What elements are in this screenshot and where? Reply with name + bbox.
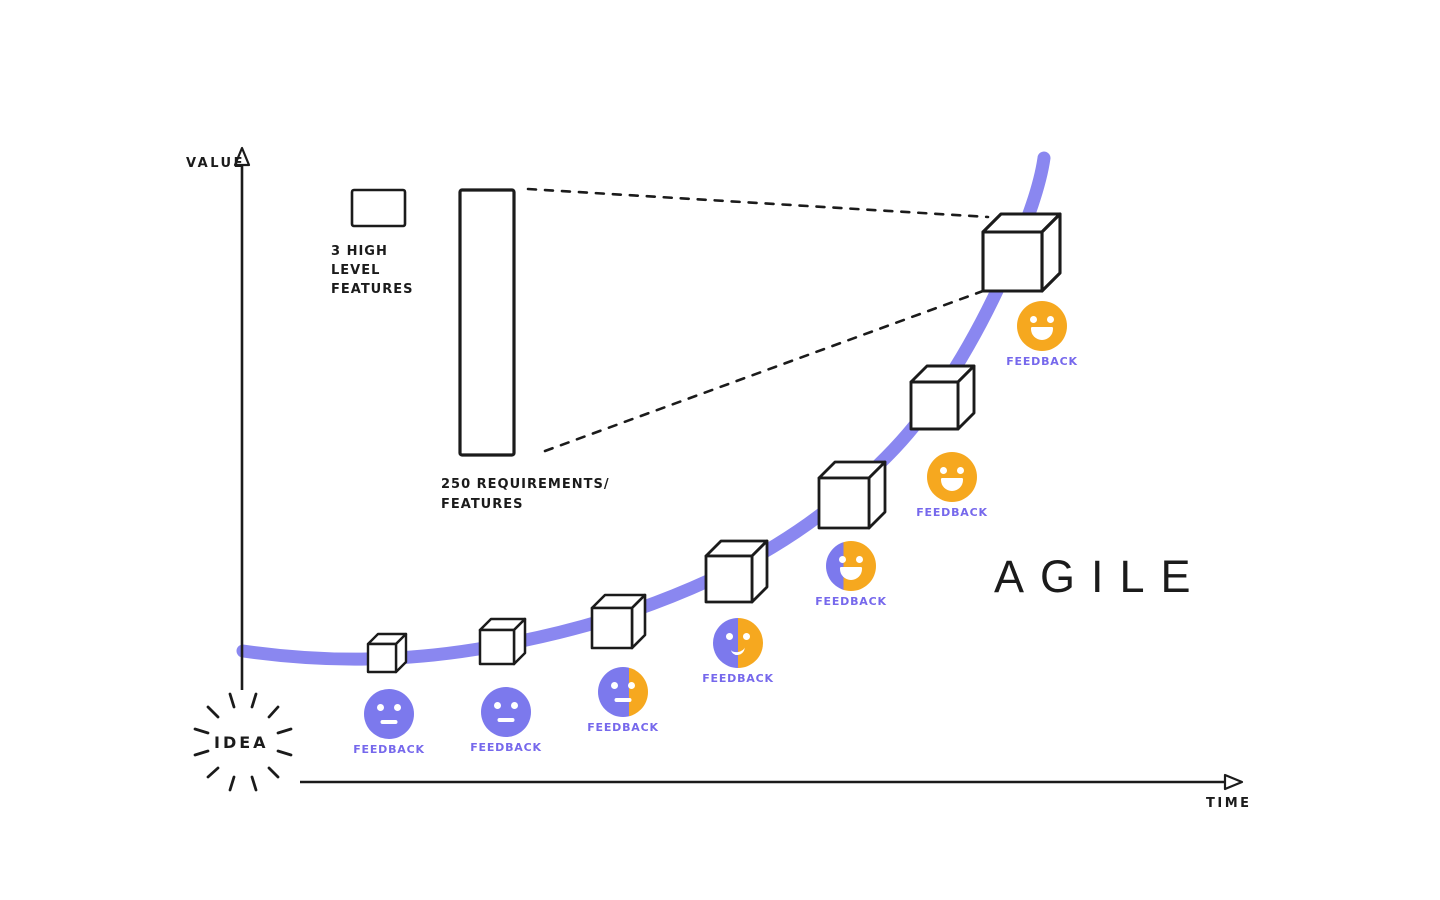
tall-box-caption-line-1: 250 REQUIREMENTS/ bbox=[441, 477, 610, 492]
feedback-label: FEEDBACK bbox=[353, 743, 425, 756]
mouth-icon bbox=[380, 720, 398, 724]
idea-burst-rays-icon bbox=[193, 692, 293, 792]
eye-icon bbox=[726, 633, 733, 640]
feedback-item-4: FEEDBACK bbox=[688, 618, 788, 685]
eye-icon bbox=[511, 702, 518, 709]
cube-5 bbox=[817, 460, 887, 530]
feedback-item-2: FEEDBACK bbox=[456, 687, 556, 754]
tall-requirements-box bbox=[458, 188, 516, 457]
feedback-face-neutral-split bbox=[598, 667, 648, 717]
eye-icon bbox=[494, 702, 501, 709]
mouth-icon bbox=[730, 644, 746, 656]
feedback-item-7: FEEDBACK bbox=[992, 301, 1092, 368]
feedback-label: FEEDBACK bbox=[702, 672, 774, 685]
eye-icon bbox=[839, 556, 846, 563]
time-axis-label: TIME bbox=[1206, 796, 1252, 811]
cube-3 bbox=[590, 593, 647, 650]
eye-icon bbox=[1047, 316, 1054, 323]
mouth-icon bbox=[497, 718, 515, 722]
value-axis-label: VALUE bbox=[186, 156, 245, 171]
projection-dash-upper bbox=[526, 187, 990, 219]
feedback-label: FEEDBACK bbox=[815, 595, 887, 608]
eye-icon bbox=[957, 467, 964, 474]
feedback-label: FEEDBACK bbox=[916, 506, 988, 519]
cube-7 bbox=[981, 212, 1062, 293]
eye-icon bbox=[394, 704, 401, 711]
small-features-box bbox=[350, 188, 407, 228]
mouth-icon bbox=[840, 567, 862, 580]
mouth-icon bbox=[941, 478, 963, 491]
feedback-face-smile-split bbox=[826, 541, 876, 591]
feedback-item-6: FEEDBACK bbox=[902, 452, 1002, 519]
feedback-label: FEEDBACK bbox=[1006, 355, 1078, 368]
cube-2 bbox=[478, 617, 527, 666]
feedback-face-smirk-split bbox=[713, 618, 763, 668]
cube-1 bbox=[366, 632, 408, 674]
time-axis-arrow-icon bbox=[1223, 773, 1244, 791]
eye-icon bbox=[377, 704, 384, 711]
eye-icon bbox=[856, 556, 863, 563]
feedback-face-neutral-purple bbox=[481, 687, 531, 737]
eye-icon bbox=[628, 682, 635, 689]
feedback-item-5: FEEDBACK bbox=[801, 541, 901, 608]
idea-label: IDEA bbox=[214, 733, 269, 752]
mouth-icon bbox=[614, 698, 632, 702]
feedback-label: FEEDBACK bbox=[470, 741, 542, 754]
eye-icon bbox=[611, 682, 618, 689]
mouth-icon bbox=[1031, 327, 1053, 340]
small-box-caption-line-2: LEVEL bbox=[331, 263, 381, 278]
eye-icon bbox=[1030, 316, 1037, 323]
eye-icon bbox=[940, 467, 947, 474]
value-axis-arrow-icon bbox=[233, 146, 251, 167]
feedback-face-smile-orange bbox=[927, 452, 977, 502]
feedback-item-1: FEEDBACK bbox=[339, 689, 439, 756]
small-box-caption-line-3: FEATURES bbox=[331, 282, 414, 297]
cube-4 bbox=[704, 539, 769, 604]
feedback-face-neutral-purple bbox=[364, 689, 414, 739]
small-box-caption-line-1: 3 HIGH bbox=[331, 244, 388, 259]
eye-icon bbox=[743, 633, 750, 640]
feedback-label: FEEDBACK bbox=[587, 721, 659, 734]
feedback-item-3: FEEDBACK bbox=[573, 667, 673, 734]
agile-title: AGILE bbox=[994, 551, 1207, 602]
feedback-face-smile-orange bbox=[1017, 301, 1067, 351]
tall-box-caption-line-2: FEATURES bbox=[441, 497, 524, 512]
cube-6 bbox=[909, 364, 976, 431]
